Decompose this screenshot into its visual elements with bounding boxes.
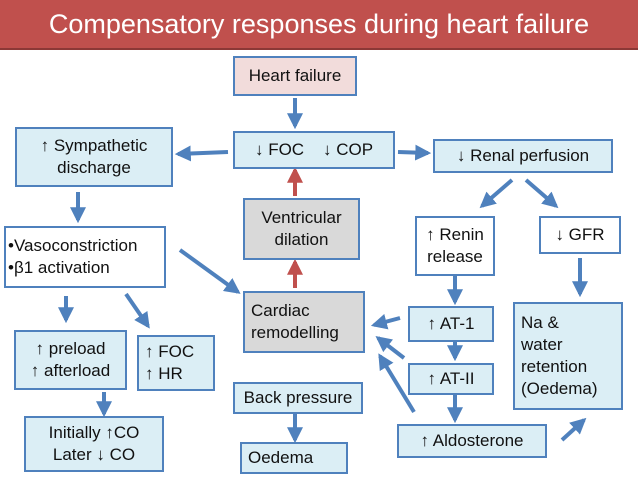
arrow-at2-to-remodelling — [375, 336, 406, 360]
node-at1: ↑ AT-1 — [408, 306, 494, 342]
node-at2: ↑ AT-II — [408, 363, 494, 395]
node-initially-co: Initially ↑CO Later ↓ CO — [24, 416, 164, 472]
page-title: Compensatory responses during heart fail… — [0, 0, 638, 50]
arrow-at1-to-remodelling — [370, 313, 401, 330]
node-foc-cop: ↓ FOC ↓ COP — [233, 131, 395, 169]
node-ventricular-dilation: Ventricular dilation — [243, 198, 360, 260]
node-preload-afterload: ↑ preload ↑ afterload — [14, 330, 127, 390]
arrow-vaso-to-remodelling — [178, 248, 241, 294]
node-sympathetic-discharge: ↑ Sympathetic discharge — [15, 127, 173, 187]
arrow-renal-to-renin — [479, 178, 514, 209]
node-gfr: ↓ GFR — [539, 216, 621, 254]
node-aldosterone: ↑ Aldosterone — [397, 424, 547, 458]
arrow-aldosterone-to-remodelling — [378, 353, 416, 414]
arrow-renal-to-gfr — [524, 178, 559, 209]
node-na-water-retention: Na & water retention (Oedema) — [513, 302, 623, 410]
arrow-vaso-to-fochr — [124, 292, 150, 329]
arrow-foc-to-renal — [397, 144, 432, 161]
node-vasoconstriction: •Vasoconstriction •β1 activation — [4, 226, 166, 288]
node-cardiac-remodelling: Cardiac remodelling — [243, 291, 365, 353]
arrow-foc-to-sympathetic — [174, 145, 229, 162]
node-heart-failure: Heart failure — [233, 56, 357, 96]
arrow-aldosterone-to-na — [560, 417, 587, 442]
node-foc-hr: ↑ FOC ↑ HR — [137, 335, 215, 391]
node-renin-release: ↑ Renin release — [415, 216, 495, 276]
node-foc-cop-label: ↓ FOC ↓ COP — [254, 139, 374, 159]
node-back-pressure: Back pressure — [233, 382, 363, 414]
node-renal-perfusion: ↓ Renal perfusion — [433, 139, 613, 173]
node-oedema: Oedema — [240, 442, 348, 474]
